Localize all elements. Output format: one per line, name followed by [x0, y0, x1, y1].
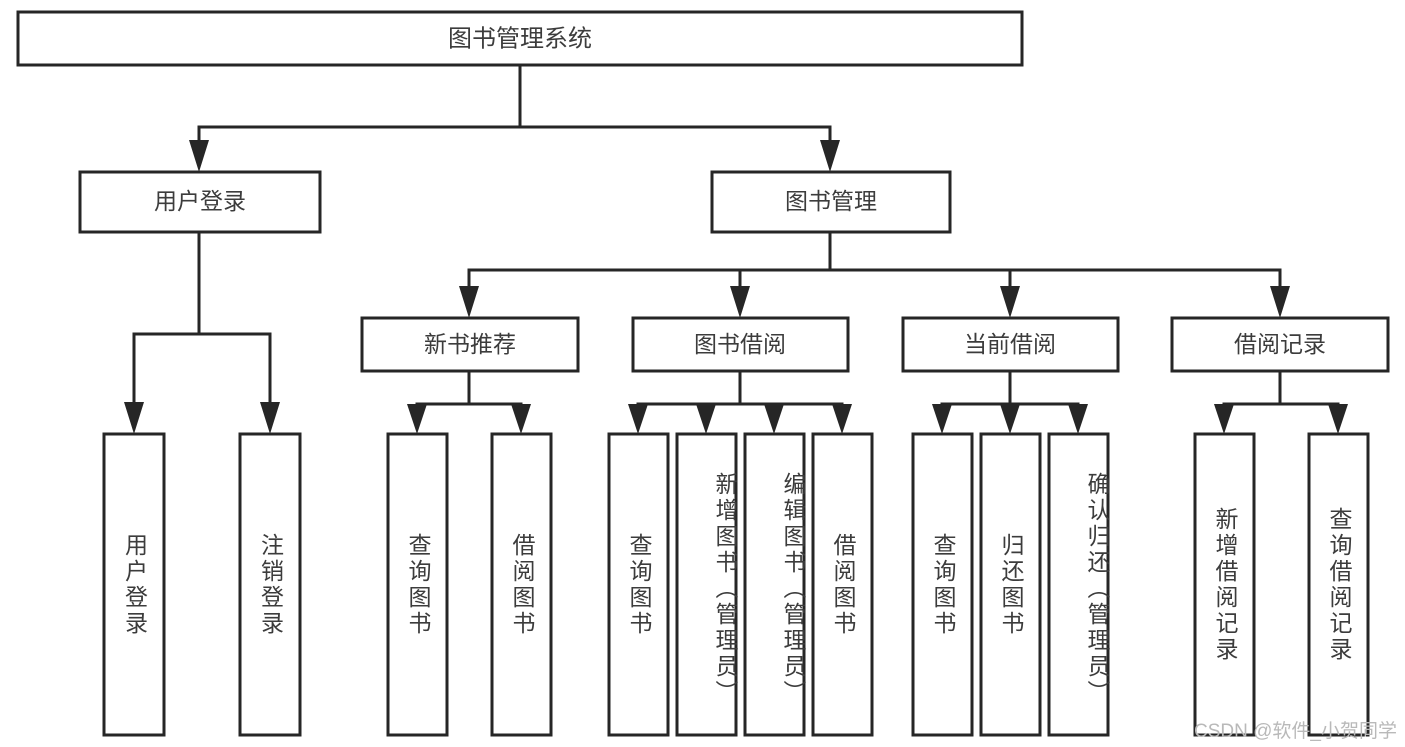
node-book-borrow-label: 图书借阅	[694, 331, 786, 357]
node-current-borrow-box[interactable]	[901, 316, 1120, 373]
leaf-box-edit-book-admin[interactable]	[743, 432, 806, 737]
node-new-book-recommend-box[interactable]	[360, 316, 580, 373]
leaf-box-query-books-1[interactable]	[386, 432, 449, 737]
node-book-management-box[interactable]	[710, 170, 952, 234]
arrow-borrow-leaf-3	[764, 404, 784, 434]
arrow-borrow-leaf-2	[696, 404, 716, 434]
node-borrow-records-label: 借阅记录	[1234, 331, 1326, 357]
leaf-box-query-borrow-record[interactable]	[1307, 432, 1370, 737]
node-book-borrow[interactable]: 图书借阅	[631, 316, 850, 373]
arrow-bookmgmt-to-records	[1270, 286, 1290, 318]
leaf-box-add-borrow-record[interactable]	[1193, 432, 1256, 737]
arrow-bookmgmt-to-current	[1000, 286, 1020, 318]
arrow-bookmgmt-to-borrow	[730, 286, 750, 318]
node-book-management-label: 图书管理	[785, 188, 877, 214]
leaf-box-borrow-books-1[interactable]	[490, 432, 553, 737]
arrow-current-leaf-2	[1000, 404, 1020, 434]
leaf-box-return-books[interactable]	[979, 432, 1042, 737]
node-root[interactable]: 图书管理系统	[16, 10, 1024, 67]
arrow-current-leaf-1	[932, 404, 952, 434]
node-user-login[interactable]: 用户登录	[78, 170, 322, 234]
leaf-box-query-books-3[interactable]	[911, 432, 974, 737]
connector-layer	[124, 63, 1348, 434]
node-book-borrow-box[interactable]	[631, 316, 850, 373]
node-root-box[interactable]	[16, 10, 1024, 67]
node-current-borrow-label: 当前借阅	[964, 331, 1056, 357]
node-new-book-recommend-label: 新书推荐	[424, 331, 516, 357]
arrow-records-leaf-1	[1214, 404, 1234, 434]
leaf-box-add-book-admin[interactable]	[675, 432, 738, 737]
leaf-box-confirm-return-admin[interactable]	[1047, 432, 1110, 737]
arrow-root-to-book-mgmt	[820, 140, 840, 172]
arrow-userlogin-leaf-1	[124, 402, 144, 434]
node-borrow-records-box[interactable]	[1170, 316, 1390, 373]
arrow-borrow-leaf-4	[832, 404, 852, 434]
leaf-box-query-books-2[interactable]	[607, 432, 670, 737]
arrow-borrow-leaf-1	[628, 404, 648, 434]
node-new-book-recommend[interactable]: 新书推荐	[360, 316, 580, 373]
leaf-box-borrow-books-2[interactable]	[811, 432, 874, 737]
arrow-bookmgmt-to-new-book	[459, 286, 479, 318]
node-user-login-label: 用户登录	[154, 188, 246, 214]
arrow-newbook-leaf-2	[511, 404, 531, 434]
node-root-label: 图书管理系统	[448, 25, 592, 52]
arrow-root-to-user-login	[189, 140, 209, 172]
arrow-newbook-leaf-1	[407, 404, 427, 434]
node-borrow-records[interactable]: 借阅记录	[1170, 316, 1390, 373]
node-user-login-box[interactable]	[78, 170, 322, 234]
leaf-box-user-login[interactable]	[102, 432, 166, 737]
leaf-box-logout[interactable]	[238, 432, 302, 737]
arrow-records-leaf-2	[1328, 404, 1348, 434]
node-book-management[interactable]: 图书管理	[710, 170, 952, 234]
node-current-borrow[interactable]: 当前借阅	[901, 316, 1120, 373]
arrow-current-leaf-3	[1068, 404, 1088, 434]
arrow-userlogin-leaf-2	[260, 402, 280, 434]
